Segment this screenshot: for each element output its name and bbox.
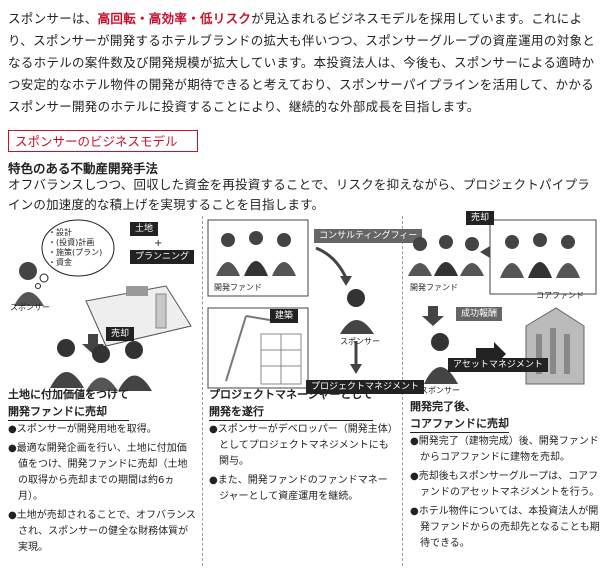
title-line: 開発ファンドに売却 [8,405,107,418]
core-fund-label: コアファンド [536,291,584,300]
bullet: ●開発完了（建物完成）後、開発ファンドからコアファンドに建物を売却。 [410,436,599,463]
title-line: 開発完了後、 [410,400,476,413]
sponsor-label: スポンサー [10,303,50,312]
tag-sale: 売却 [106,327,135,341]
bullet: ●売却後もスポンサーグループは、コアファンドのアセットマネジメントを行う。 [410,471,600,498]
tag-asset-management: アセットマネジメント [448,358,548,372]
sponsor-label: スポンサー [420,386,460,395]
tag-planning: プランニング [130,250,195,264]
thought-list: ・設計 ・(投資)計画 ・施策(プラン) ・資金 [48,228,102,268]
intro-text-2: が見込まれるビジネスモデルを採用しています。これにより、スポンサーが開発するホテ… [8,11,596,114]
bullet: ●また、開発ファンドのファンドマネージャーとして資産運用を継続。 [209,475,388,502]
tag-construction: 建築 [270,309,299,323]
sponsor-label: スポンサー [340,337,380,346]
intro-text-1: スポンサーは、 [8,11,98,26]
panel2-illustration [207,219,374,389]
lead-text: オフバランスしつつ、回収した資金を再投資することで、リスクを抑えながら、プロジェ… [8,177,590,212]
intro-paragraph: スポンサーは、高回転・高効率・低リスクが見込まれるビジネスモデルを採用しています… [8,8,600,118]
tag-success-fee: 成功報酬 [456,307,503,321]
title-line: 土地に付加価値をつけて [8,388,129,401]
thought-item: ・(投資)計画 [48,238,95,247]
thought-item: ・施策(プラン) [48,248,103,257]
panel2-bullets: ●スポンサーがデベロッパー（開発主体）としてプロジェクトマネジメントにも関与。 … [209,422,397,508]
thought-item: ・資金 [48,258,72,267]
section-title: スポンサーのビジネスモデル [8,130,198,152]
tag-pm: プロジェクトマネジメント [306,380,425,394]
dev-fund-label: 開発ファンド [214,283,262,292]
panel1-bullets: ●スポンサーが開発用地を取得。 ●最適な開発企画を行い、土地に付加価値をつけ、開… [8,422,196,559]
bullet: ●最適な開発企画を行い、土地に付加価値をつけ、開発ファンドに売却（土地の取得から… [8,443,188,502]
tag-consulting: コンサルティングフィー [314,229,423,243]
subheading: 特色のある不動産開発手法 [8,161,159,176]
bullet: ●ホテル物件については、本投資法人が開発ファンドからの売却先となることも期待でき… [410,506,600,549]
intro-highlight: 高回転・高効率・低リスク [97,11,252,26]
column-divider [202,216,203,566]
bullet: ●土地が売却されることで、オフバランスされ、スポンサーの健全な財務体質が実現。 [8,510,196,553]
thought-item: ・設計 [48,228,72,237]
panel3-title: 開発完了後、 コアファンドに売却 [410,398,509,433]
panel3-bullets: ●開発完了（建物完成）後、開発ファンドからコアファンドに建物を売却。 ●売却後も… [410,434,600,555]
panel2-title: プロジェクトマネージャーとして 開発を遂行 [209,386,373,421]
panel1-illustration [14,219,192,391]
title-line: コアファンドに売却 [410,417,509,430]
panel1-title: 土地に付加価値をつけて 開発ファンドに売却 [8,386,129,421]
dev-fund-label: 開発ファンド [410,283,458,292]
title-line: 開発を遂行 [209,405,264,418]
bullet: ●スポンサーが開発用地を取得。 [8,424,157,435]
title-line: プロジェクトマネージャーとして [209,388,373,401]
tag-sale: 売却 [466,211,495,225]
tag-land: 土地 [130,222,159,236]
bullet: ●スポンサーがデベロッパー（開発主体）としてプロジェクトマネジメントにも関与。 [209,424,393,467]
plus-sign: + [154,238,163,249]
